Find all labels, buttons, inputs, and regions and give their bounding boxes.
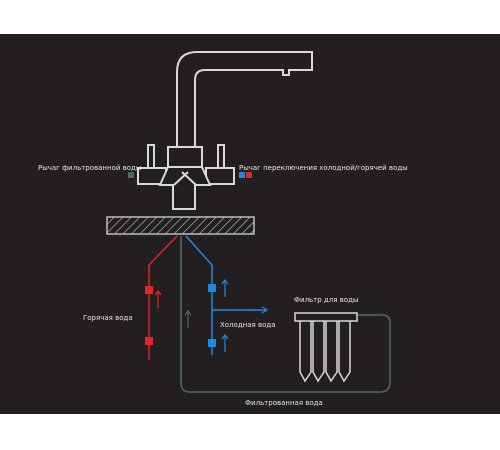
- cold-indicator: [239, 172, 245, 178]
- filtered-water-label: Фильтрованная вода: [245, 399, 323, 407]
- cold-flow-arrow-lower: [221, 334, 229, 352]
- hot-cold-lever-label: Рычаг переключения холодной/горячей воды: [239, 164, 408, 172]
- hot-valve-lower: [145, 337, 153, 345]
- hot-flow-arrow: [154, 290, 162, 308]
- hot-water-pipe: [148, 235, 178, 360]
- countertop: [106, 216, 255, 235]
- hot-water-label: Горячая вода: [83, 314, 133, 322]
- hot-indicator: [246, 172, 252, 178]
- cold-valve-lower: [208, 339, 216, 347]
- water-filter: [294, 312, 358, 383]
- filter-inlet-arrow: [250, 306, 269, 314]
- filtered-water-pipe: [180, 236, 391, 393]
- cold-flow-arrow-upper: [221, 279, 229, 297]
- water-filter-label: Фильтр для воды: [294, 296, 358, 304]
- hot-valve-upper: [145, 286, 153, 294]
- faucet-spout: [176, 51, 313, 150]
- faucet-body: [137, 144, 235, 210]
- cold-valve-upper: [208, 284, 216, 292]
- filtered-lever-label: Рычаг фильтрованной воды: [38, 164, 141, 172]
- filtered-flow-arrow: [184, 310, 192, 328]
- filtered-lever-indicator: [128, 172, 134, 178]
- cold-water-label: Холодная вода: [220, 321, 276, 329]
